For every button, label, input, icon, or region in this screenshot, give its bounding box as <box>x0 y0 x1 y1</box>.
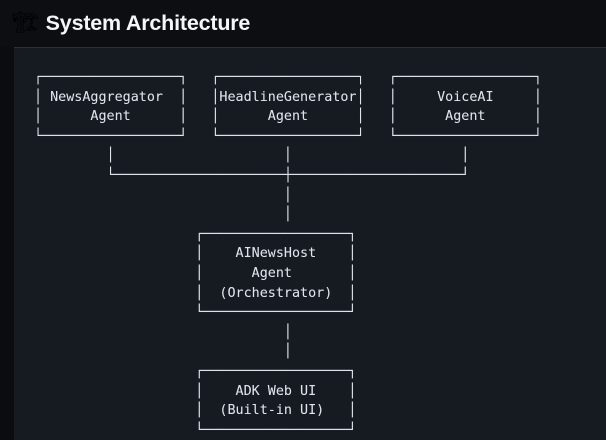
content-area: ┌─────────────────┐ ┌─────────────────┐ … <box>0 48 606 440</box>
page-title: System Architecture <box>45 11 251 35</box>
diagram-panel: ┌─────────────────┐ ┌─────────────────┐ … <box>14 48 606 440</box>
architecture-diagram: ┌─────────────────┐ ┌─────────────────┐ … <box>34 70 542 438</box>
construction-crane-icon: 🏗 <box>12 10 39 34</box>
page-header: 🏗 System Architecture <box>0 0 606 47</box>
header-divider <box>14 47 606 48</box>
